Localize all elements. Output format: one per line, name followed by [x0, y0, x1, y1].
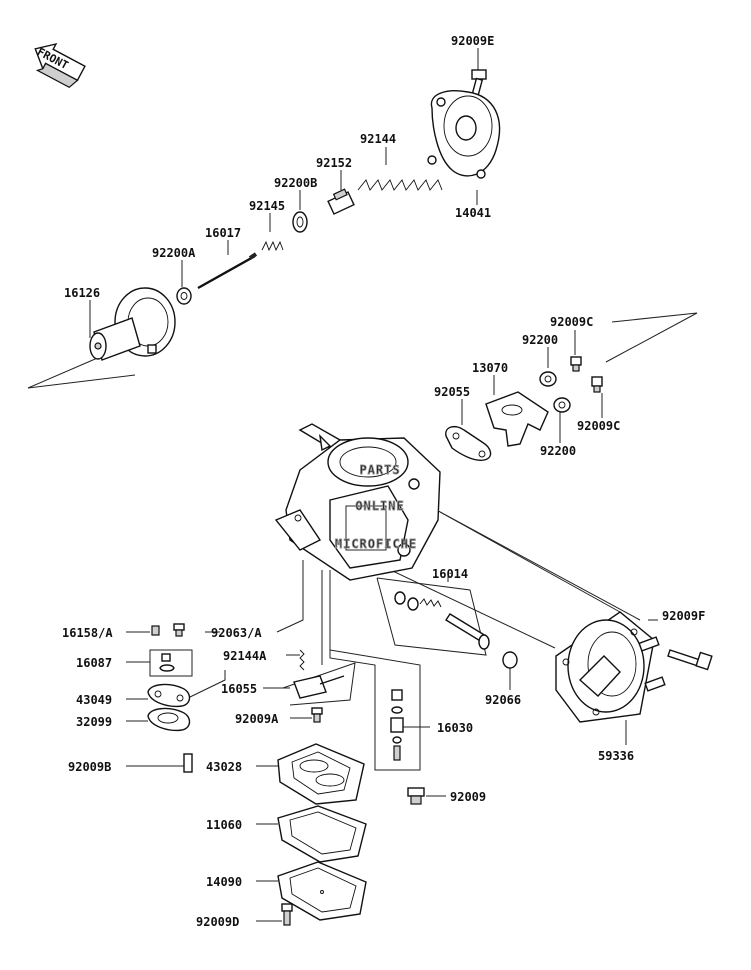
label-92009f: 92009F	[662, 609, 705, 623]
watermark-line-2: ONLINE	[355, 499, 404, 513]
washer-92200-lower	[553, 397, 571, 413]
cover-14090	[277, 861, 367, 921]
label-92055: 92055	[434, 385, 470, 399]
label-16087: 16087	[76, 656, 112, 670]
diaphragm-16126	[89, 287, 176, 361]
bracket-13070	[485, 391, 549, 447]
front-arrow: FRONT	[34, 42, 86, 89]
label-92009b: 92009B	[68, 760, 111, 774]
needle-16017	[197, 254, 256, 290]
label-92200a: 92200A	[152, 246, 196, 260]
bolt-92009f	[667, 649, 713, 671]
fitting-92152	[327, 188, 355, 215]
watermark-line-1: PARTS	[359, 463, 400, 477]
watermark: PARTS ONLINE MICROFICHE	[334, 463, 417, 552]
label-92145: 92145	[249, 199, 285, 213]
label-92152: 92152	[316, 156, 352, 170]
label-92066: 92066	[485, 693, 521, 707]
part-labels: 92009E 92144 92152 92200B 14041 92145 16…	[62, 34, 705, 929]
label-14090: 14090	[206, 875, 242, 889]
label-59336: 59336	[598, 749, 634, 763]
label-92009a: 92009A	[235, 712, 279, 726]
label-92009c-upper: 92009C	[550, 315, 593, 329]
watermark-line-3: MICROFICHE	[335, 537, 417, 551]
label-13070: 13070	[472, 361, 508, 375]
cover-14041	[427, 90, 501, 179]
needle-valve-16030	[390, 689, 404, 761]
washer-92200a	[176, 287, 192, 305]
jet-16014-parts	[394, 591, 490, 650]
label-92009: 92009	[450, 790, 486, 804]
washer-92200-upper	[539, 371, 557, 387]
label-92009e: 92009E	[451, 34, 494, 48]
plate-32099	[147, 707, 191, 732]
label-14041: 14041	[455, 206, 491, 220]
label-16030: 16030	[437, 721, 473, 735]
label-16014: 16014	[432, 567, 468, 581]
spring-92144a	[299, 649, 305, 671]
spring-92144	[357, 179, 443, 191]
label-92009d: 92009D	[196, 915, 239, 929]
carburetor-body-16014	[274, 423, 441, 581]
label-16055: 16055	[221, 682, 257, 696]
fitting-16087	[149, 649, 193, 677]
gasket-43049	[147, 683, 191, 708]
diaphragm-43028	[277, 743, 365, 805]
label-43049: 43049	[76, 693, 112, 707]
label-11060: 11060	[206, 818, 242, 832]
fuel-pump-59336	[555, 611, 666, 723]
label-92144: 92144	[360, 132, 396, 146]
label-16017: 16017	[205, 226, 241, 240]
screw-92009c-lower	[591, 376, 603, 393]
screw-92009	[407, 787, 425, 805]
washer-92200b	[292, 211, 308, 233]
screw-92063	[173, 623, 185, 637]
label-92144a: 92144A	[223, 649, 267, 663]
label-43028: 43028	[206, 760, 242, 774]
screw-92009b	[183, 753, 193, 773]
screw-92009d	[281, 903, 293, 926]
plug-92066	[502, 651, 518, 669]
lever-16055	[293, 675, 345, 699]
label-16126: 16126	[64, 286, 100, 300]
label-92063: 92063/A	[211, 626, 262, 640]
screw-92009a	[311, 707, 323, 723]
gasket-11060	[277, 805, 367, 863]
label-32099: 32099	[76, 715, 112, 729]
label-92200-lower: 92200	[540, 444, 576, 458]
label-92200b: 92200B	[274, 176, 317, 190]
screw-92009c-upper	[570, 356, 582, 372]
label-16158: 16158/A	[62, 626, 113, 640]
screw-16158	[151, 625, 160, 636]
label-92009c-lower: 92009C	[577, 419, 620, 433]
gasket-92055	[445, 425, 492, 462]
label-92200-upper: 92200	[522, 333, 558, 347]
spring-92145	[261, 240, 284, 252]
